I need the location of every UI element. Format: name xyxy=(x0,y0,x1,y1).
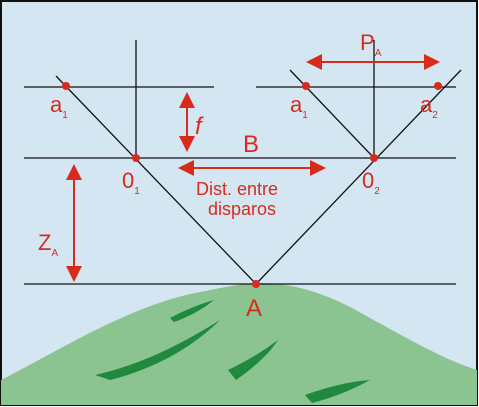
label-f: f xyxy=(195,113,204,140)
hill-texture-2 xyxy=(228,340,278,380)
label-ZA: ZA xyxy=(38,230,58,259)
ray-left xyxy=(55,75,257,285)
label-dist-line1: Dist. entre xyxy=(196,179,278,199)
point-A xyxy=(252,280,260,288)
point-a1-prime xyxy=(302,82,310,90)
label-a2: a2 xyxy=(420,92,438,121)
ray-right-main xyxy=(255,69,462,285)
label-a1: a1 xyxy=(50,92,68,121)
hill-texture-4 xyxy=(170,300,214,322)
label-A: A xyxy=(246,295,262,322)
point-o2 xyxy=(370,154,378,162)
label-a1-prime: a1 xyxy=(290,92,308,121)
label-dist-line2: disparos xyxy=(208,199,276,219)
label-o2: 02 xyxy=(362,168,380,197)
point-a2 xyxy=(434,82,442,90)
hill-texture-1 xyxy=(95,320,220,380)
hill-texture-3 xyxy=(305,380,370,403)
point-o1 xyxy=(132,154,140,162)
label-o1: 01 xyxy=(122,168,140,197)
label-B: B xyxy=(243,131,259,158)
point-a1 xyxy=(62,82,70,90)
label-PA: PA xyxy=(360,30,382,59)
